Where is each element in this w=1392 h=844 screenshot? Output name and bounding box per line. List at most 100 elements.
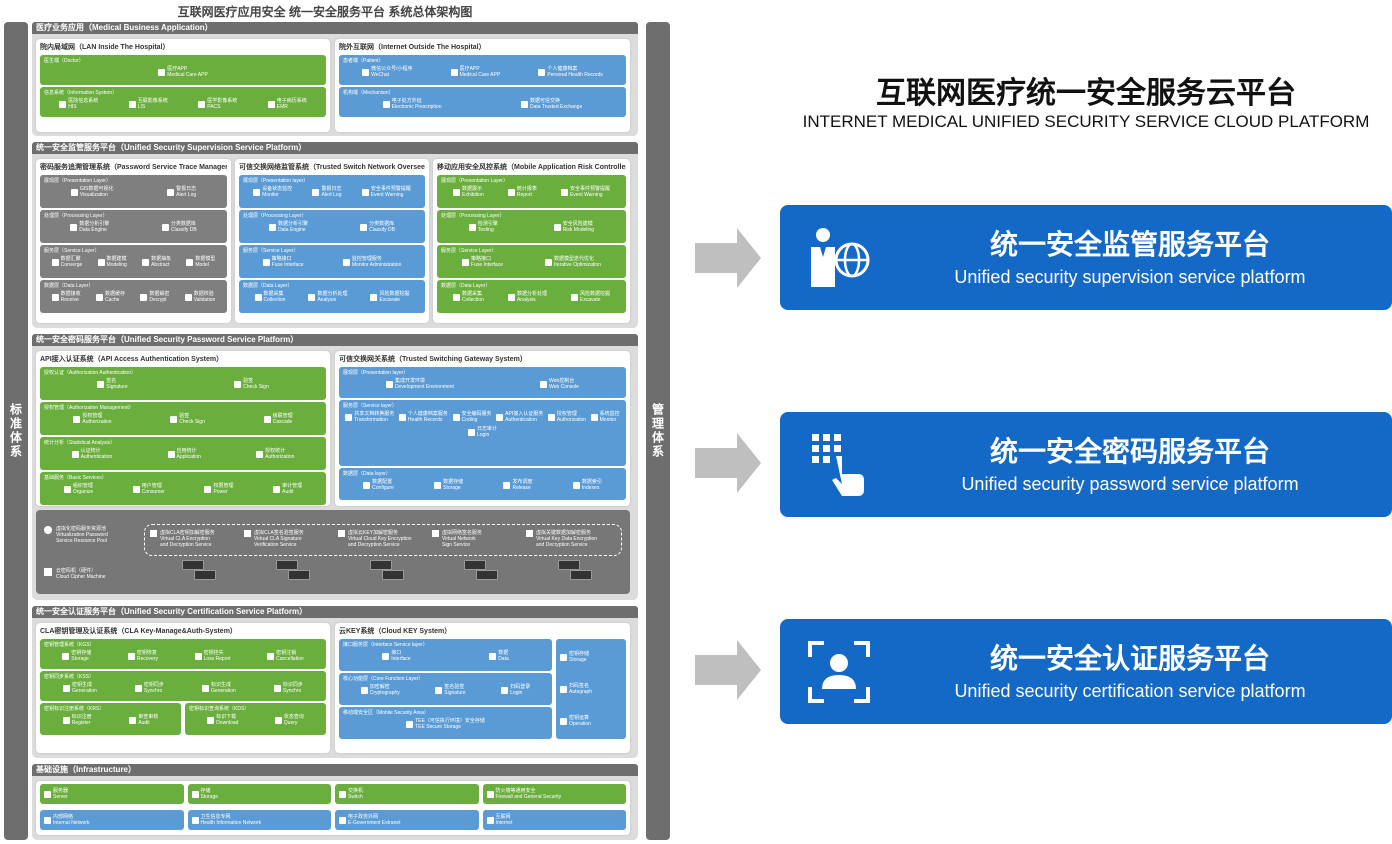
item-icon [234, 380, 242, 388]
item-label: 权限管理 Power [213, 483, 234, 495]
layer-item: 加密解密 Cryptography [360, 684, 400, 696]
layer-item: 电子政务外网 E-Government Extranet [339, 814, 401, 826]
layer-item: 数据分析引擎 Data Engine [269, 221, 308, 233]
trace-manager-panel: 密码服务追溯管理系统（Password Service Trace Manage… [36, 159, 231, 323]
infrastructure-item: 电子政务外网 E-Government Extranet [335, 810, 479, 830]
item-icon [269, 223, 277, 231]
cla-panel: CLA密钥管理及认证系统（CLA Key-Manage&Auth-System）… [36, 623, 330, 753]
supervision-section: 统一安全监管服务平台（Unified Security Supervision … [32, 142, 638, 328]
layer-item: 数据缓存 Cache [96, 291, 125, 303]
item-label: 授权管理 Authorization [82, 413, 112, 425]
item-icon [312, 188, 320, 196]
item-label: 数据模型迭代优化 Iterative Optimization [554, 256, 601, 268]
item-label: 数据抽象 Abstract [151, 256, 172, 268]
item-icon [132, 485, 140, 493]
server-icon [276, 560, 298, 570]
layer-item: 授权统计 Authorization [256, 448, 294, 460]
item-label: 集成开发环境 Development Environment [395, 378, 454, 390]
item-label: 密钥恢复 Recovery [136, 650, 158, 662]
certification-platform-card[interactable]: 统一安全认证服务平台 Unified security certificatio… [780, 619, 1392, 724]
card-title-cn: 统一安全密码服务平台 [989, 435, 1270, 468]
layer-block: 服务层（Service layer）共享文档转换服务 Transformatio… [339, 400, 626, 466]
standard-system-bar: 标准体系 [4, 22, 28, 840]
password-platform-card[interactable]: 统一安全密码服务平台 Unified security password ser… [780, 412, 1392, 517]
item-icon [547, 413, 555, 421]
server-icon [570, 570, 592, 580]
item-label: 数据分析引擎 Data Engine [79, 221, 110, 233]
section-title: 统一安全密码服务平台（Unified Security Password Ser… [32, 334, 638, 346]
layer-title: 处理层（Processing Layer） [44, 213, 108, 219]
layer-item: 数据分析处理 Analysis [308, 291, 347, 303]
layer-item: 卫生信息专网 Health Information Network [191, 814, 261, 826]
item-icon [62, 716, 70, 724]
item-label: 设备状态监控 Monitor [262, 186, 293, 198]
item-label: 数据接收 Receive [60, 291, 81, 303]
item-icon [63, 684, 71, 692]
item-icon [191, 816, 199, 824]
item-label: 数据校验 Validation [193, 291, 216, 303]
item-icon [538, 68, 546, 76]
item-label: 签名 Signature [106, 378, 128, 390]
layer-item: 防火墙等通用安全 Firewall and General Security [486, 788, 562, 800]
layer-item: 密钥运算 Operation [560, 715, 622, 727]
infrastructure-item: 卫生信息专网 Health Information Network [187, 810, 331, 830]
item-icon [198, 100, 206, 108]
item-icon [207, 716, 215, 724]
item-icon [361, 188, 369, 196]
item-label: 医疗APP Medical Care APP [167, 66, 208, 78]
item-label: 交换机 Switch [348, 788, 364, 800]
layer-block: 核心功能层（Core Function Layer）加密解密 Cryptogra… [339, 673, 552, 705]
item-label: 密钥同步 Synchro [143, 682, 164, 694]
item-label: 数据展示 Exhibition [462, 186, 484, 198]
layer-item: 密钥存储 Storage [62, 650, 91, 662]
layer-title: 密钥管理系统（KGS） [44, 642, 95, 648]
layer-title: 展现层（Presentation Layer） [44, 178, 111, 184]
layer-title: 信息系统（Information System） [44, 90, 118, 96]
item-icon [263, 415, 271, 423]
layer-item: 个人健康档案 Personal Health Records [538, 66, 603, 78]
item-icon [191, 790, 199, 798]
cloud-pool-icon [44, 526, 52, 534]
item-icon [398, 413, 406, 421]
layer-item: 监控管理服务 Monitor Administration [342, 256, 401, 268]
item-icon [170, 415, 178, 423]
item-icon [274, 716, 282, 724]
layer-item: 安全编码服务 Coding [452, 411, 492, 423]
layer-item: 数据配置 Configure [363, 479, 394, 491]
item-icon [142, 258, 150, 266]
supervision-platform-card[interactable]: 统一安全监管服务平台 Unified security supervision … [780, 205, 1392, 310]
item-icon [342, 258, 350, 266]
item-label: 数据模型 Model [195, 256, 216, 268]
item-icon [453, 188, 461, 196]
item-label: 验签 Check Sign [179, 413, 205, 425]
layer-item: 安全风险建模 Risk Modeling [553, 221, 594, 233]
panel-title: 院外互联网（Internet Outside The Hospital） [339, 44, 486, 51]
item-icon [184, 293, 192, 301]
item-icon [73, 415, 81, 423]
virtual-service: 虚拟云KEY加解密服务 Virtual Cloud Key Encryption… [338, 530, 412, 548]
item-icon [503, 481, 511, 489]
card-title-cn: 统一安全认证服务平台 [989, 642, 1270, 675]
layer-item: 密钥恢复 Recovery [127, 650, 158, 662]
item-label: 防火墙等通用安全 Firewall and General Security [495, 788, 562, 800]
layer-item: 验签 Check Sign [170, 413, 205, 425]
item-label: 警报日志 Alert Log [321, 186, 342, 198]
item-icon [507, 188, 515, 196]
item-icon [386, 380, 394, 388]
item-label: 应用统计 Application [176, 448, 201, 460]
item-icon [553, 223, 561, 231]
layer-item: 数据模型 Model [186, 256, 215, 268]
server-icon [476, 570, 498, 580]
api-auth-panel: API接入认证系统（API Access Authentication Syst… [36, 351, 330, 506]
item-label: 扫码签名 Autograph [569, 683, 593, 695]
item-label: 数据分析处理 Analysis [516, 291, 547, 303]
panel-title: 院内局域网（LAN Inside The Hospital） [40, 44, 170, 51]
layer-item: 安全事件预警提醒 Event Warning [560, 186, 610, 198]
face-scan-icon [808, 641, 870, 703]
layer-title: 患者端（Patient） [343, 58, 384, 64]
item-icon [489, 652, 497, 660]
